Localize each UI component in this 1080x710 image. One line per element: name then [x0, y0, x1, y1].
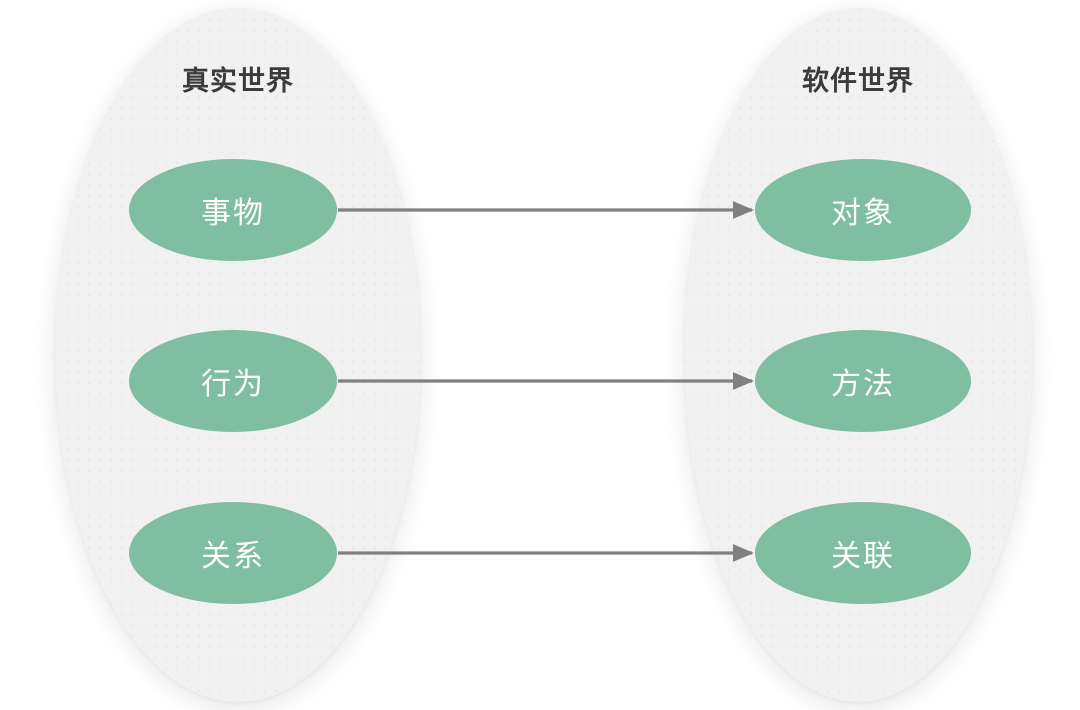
node-association[interactable]: 关联	[755, 502, 971, 604]
node-method[interactable]: 方法	[755, 330, 971, 432]
node-association-label: 关联	[831, 540, 895, 573]
node-behavior-label: 行为	[201, 368, 265, 401]
node-object[interactable]: 对象	[755, 159, 971, 261]
real-world-title: 真实世界	[182, 66, 294, 96]
node-relation[interactable]: 关系	[129, 502, 337, 604]
node-method-label: 方法	[831, 368, 895, 401]
node-thing[interactable]: 事物	[129, 159, 337, 261]
node-thing-label: 事物	[201, 197, 265, 230]
node-relation-label: 关系	[201, 540, 265, 573]
node-object-label: 对象	[831, 197, 895, 230]
node-behavior[interactable]: 行为	[129, 330, 337, 432]
software-world-title: 软件世界	[802, 66, 914, 96]
